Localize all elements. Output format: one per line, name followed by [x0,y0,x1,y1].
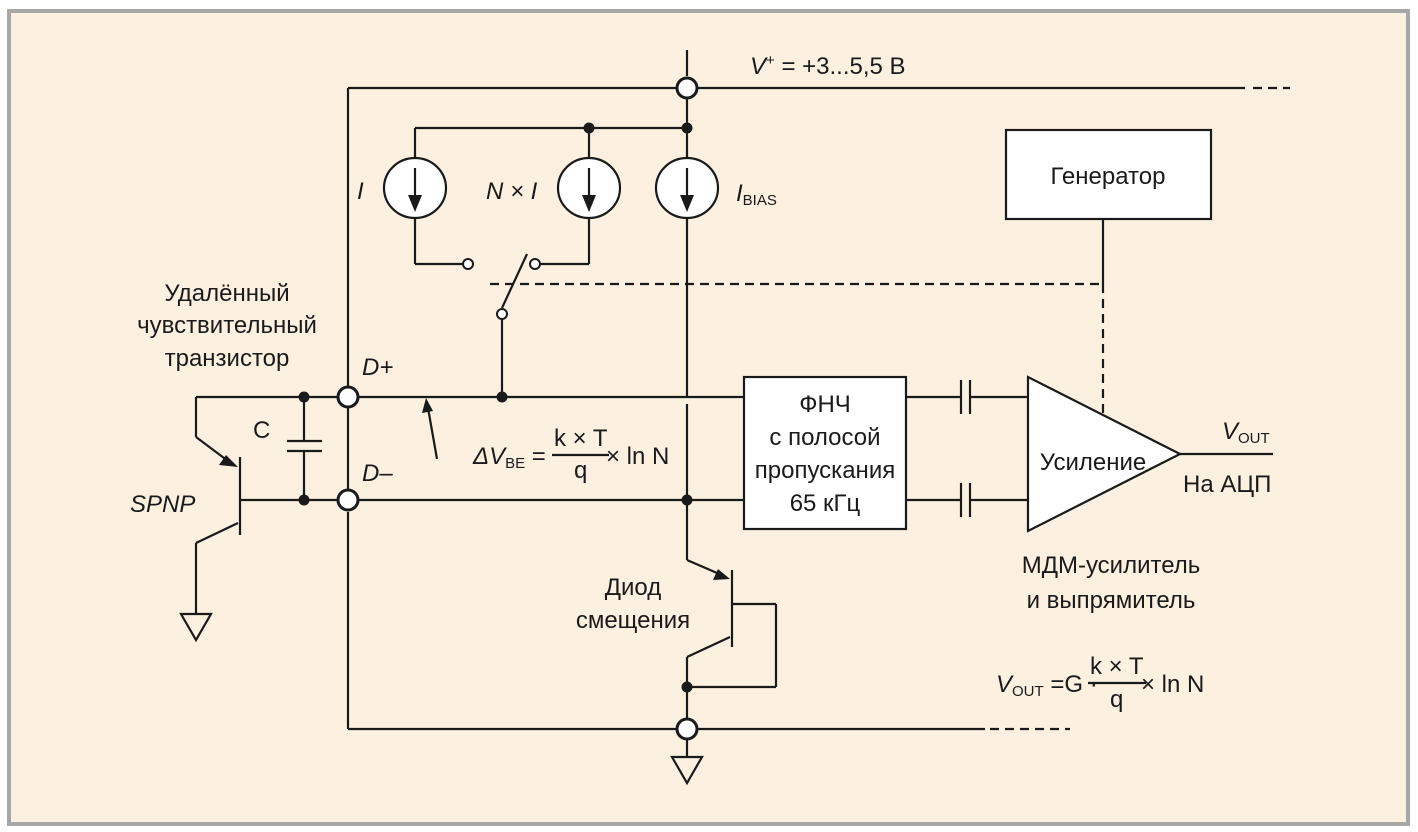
lpf-block [742,375,908,531]
vout-formula: VOUT =G · k × T q × ln N [996,653,1204,713]
delta-v-tail: × ln N [606,443,669,470]
switch [496,253,528,403]
sensor-caption-line-3: транзистор [165,345,290,372]
bias-diode-caption-line-2: смещения [576,607,690,634]
generator-block [1004,128,1213,221]
delta-v-numerator: k × T [554,425,608,452]
vout-numerator: k × T [1090,653,1144,680]
current-source-i-label: I [357,178,364,205]
current-source-ni-label: N × I [486,178,538,205]
sensor-transistor [179,395,338,643]
delta-v-arrow [426,407,439,460]
current-source-bus [413,98,693,165]
ground-rail [348,717,1070,786]
d-plus-label: D+ [362,354,393,381]
coupling-capacitor-top [906,380,1028,414]
current-source-ibias [654,156,720,560]
ibias-label: IBIAS [736,180,777,209]
main-ground-icon [670,755,704,786]
d-minus-terminal [336,488,360,512]
amplifier-label: Усиление [1040,449,1146,476]
vout-tail: × ln N [1141,671,1204,698]
lpf-line-1: ФНЧ [799,391,851,418]
sensor-transistor-label: SPNP [130,491,195,518]
switch-common-contact [496,308,508,320]
sensor-ground-icon [179,612,213,643]
switch-contact-i [462,258,474,270]
supply-terminal [675,76,699,100]
vout-formula-lhs: VOUT =G · [996,671,1098,700]
output-vout-label: VOUT [1222,418,1270,447]
sensor-caption-line-2: чувствительный [137,312,317,339]
sensor-caption-line-1: Удалённый [164,280,289,307]
ground-terminal [675,717,699,741]
lpf-line-2: с полосой [769,424,880,451]
lpf-line-4: 65 кГц [790,490,861,517]
lpf-line-3: пропускания [755,457,895,484]
generator-label: Генератор [1051,163,1166,190]
d-plus-terminal [336,385,360,409]
output-destination-label: На АЦП [1183,471,1271,498]
bias-diode-caption-line-1: Диод [605,574,661,601]
delta-v-denominator: q [574,457,587,484]
current-source-ni [529,156,622,270]
switch-contact-ni [529,258,541,270]
current-source-i [382,156,474,270]
capacitor-label: C [253,417,270,444]
bias-diode [681,558,778,719]
delta-v-lhs: ΔVBE = [472,443,546,472]
supply-label: V+ = +3...5,5 В [750,52,906,80]
vout-denominator: q [1110,686,1123,713]
filter-capacitor [287,391,322,506]
delta-v-formula: ΔVBE = k × T q × ln N [472,425,669,484]
chopper-amplifier [1026,375,1183,533]
d-minus-label: D– [362,460,393,487]
amplifier-caption-line-1: МДМ-усилитель [1022,552,1201,579]
amplifier-caption-line-2: и выпрямитель [1027,587,1196,614]
coupling-capacitor-bottom [906,483,1028,517]
